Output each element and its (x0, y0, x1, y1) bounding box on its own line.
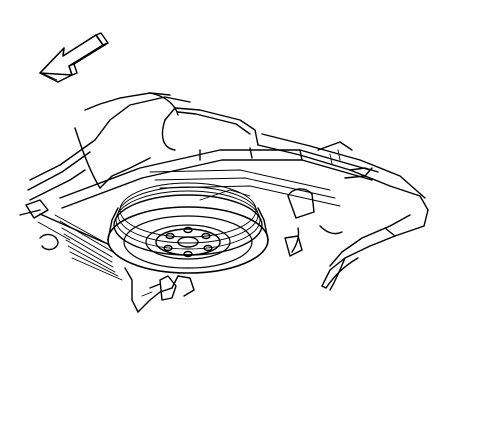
tire-hoist-bracket (124, 267, 195, 313)
floor-ribs (37, 213, 123, 281)
spare-tire (107, 182, 269, 274)
left-body-panel (19, 92, 191, 251)
right-bumper (161, 107, 429, 291)
direction-arrow-icon (39, 32, 109, 83)
frame-rails (59, 147, 373, 209)
